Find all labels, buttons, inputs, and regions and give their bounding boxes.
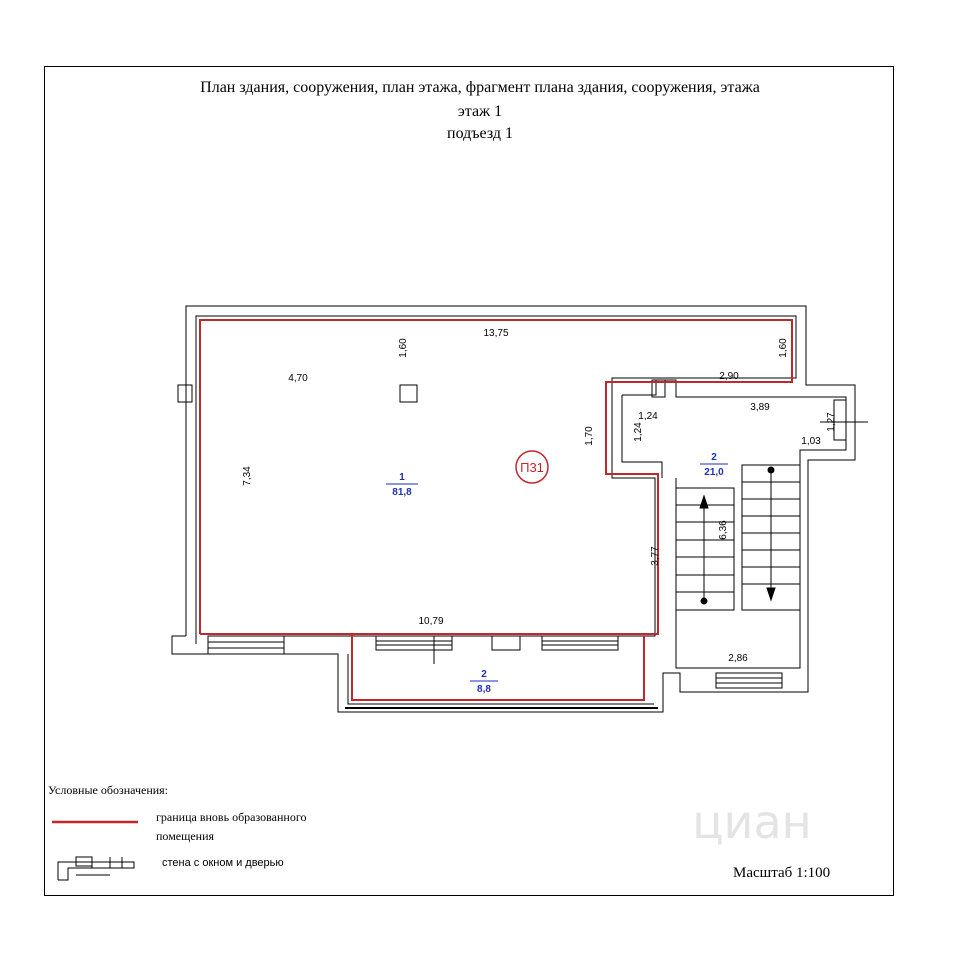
room-area: 81,8 (392, 487, 412, 498)
dimension-label: 7,34 (242, 466, 253, 486)
plan-title: План здания, сооружения, план этажа, фра… (200, 79, 760, 96)
legend-boundary-label: граница вновь образованного (156, 810, 307, 824)
floor-label: этаж 1 (457, 103, 503, 120)
dimension-label: 1,03 (801, 436, 821, 447)
dimension-label: 3,89 (750, 402, 770, 413)
legend-wall-sample (57, 856, 135, 881)
dimension-label: 1,60 (398, 338, 409, 358)
dimension-label: 2,90 (719, 371, 739, 382)
dimension-label: 1,60 (778, 338, 789, 358)
scale-label: Масштаб 1:100 (733, 865, 831, 881)
walls (171, 305, 868, 713)
drawing-frame (44, 66, 894, 896)
dimension-label: 1,27 (826, 412, 837, 432)
dimension-label: 10,79 (418, 616, 443, 627)
watermark-text: циан (692, 795, 811, 849)
entrance-label: подъезд 1 (447, 125, 513, 142)
dimension-label: 13,75 (483, 328, 508, 339)
legend-wall-label: стена с окном и дверью (162, 857, 284, 869)
room-area: 21,0 (704, 467, 724, 478)
dimension-label: 1,70 (584, 426, 595, 446)
staircase (675, 464, 801, 611)
premises-label: П31 (520, 460, 544, 475)
room-number: 1 (399, 472, 405, 483)
dimension-label: 2,86 (728, 653, 748, 664)
room-number: 2 (711, 452, 717, 463)
dimension-label: 4,70 (288, 373, 308, 384)
room-area: 8,8 (477, 684, 491, 695)
dimension-label: 1,24 (633, 422, 644, 442)
legend-title: Условные обозначения: (48, 783, 169, 797)
dimension-label: 6,36 (718, 520, 729, 540)
room-number: 2 (481, 669, 487, 680)
legend-boundary-label-2: помещения (156, 829, 215, 843)
premises-boundary (199, 319, 793, 701)
premises-marker (515, 450, 549, 484)
dimension-label: 3,77 (650, 546, 661, 566)
dimension-label: 1,24 (638, 411, 658, 422)
